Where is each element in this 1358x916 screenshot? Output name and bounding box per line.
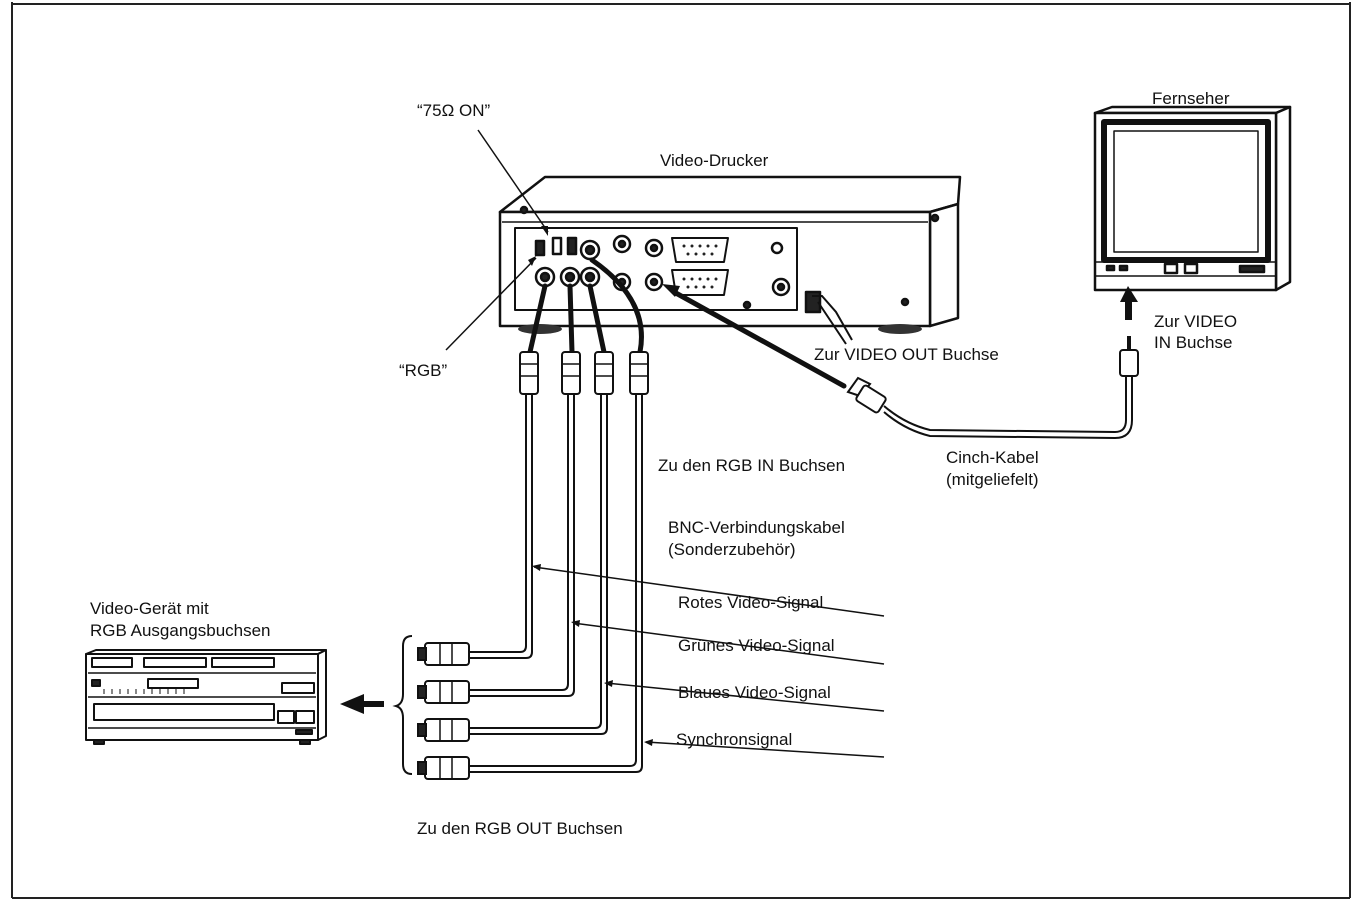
tv-label: Fernseher [1152, 89, 1230, 108]
source-video-device [85, 649, 327, 745]
red-signal-label: Rotes Video-Signal [678, 593, 824, 612]
rgb-out-jacks-label: Zu den RGB OUT Buchsen [417, 819, 623, 838]
video-printer-label: Video-Drucker [660, 151, 769, 170]
arrow-to-source-device [340, 694, 384, 714]
video-in-jack-label-2: IN Buchse [1154, 333, 1233, 352]
video-out-jack-label: Zur VIDEO OUT Buchse [814, 345, 999, 364]
source-device-label-1: Video-Gerät mit [90, 599, 209, 618]
video-in-jack-label-1: Zur VIDEO [1154, 312, 1238, 331]
ohm-switch-label: “75Ω ON” [417, 101, 491, 120]
sync-signal-label: Synchronsignal [676, 730, 793, 749]
green-signal-label: Grünes Video-Signal [678, 636, 835, 655]
bnc-cable-label-2: (Sonderzubehör) [668, 540, 796, 559]
source-device-label-2: RGB Ausgangsbuchsen [90, 621, 271, 640]
leader-lines [445, 129, 885, 758]
page-frame [11, 2, 1351, 899]
cinch-cable-label-1: Cinch-Kabel [946, 448, 1039, 467]
rgb-in-jacks-label: Zu den RGB IN Buchsen [658, 456, 846, 475]
television-device [1093, 105, 1292, 292]
leader-arrowheads [528, 226, 653, 746]
blue-signal-label: Blaues Video-Signal [678, 683, 831, 702]
cinch-cable [662, 284, 1139, 440]
bnc-cables [392, 257, 649, 780]
cinch-cable-label-2: (mitgeliefelt) [946, 470, 1039, 489]
rgb-switch-label: “RGB” [399, 361, 448, 380]
bnc-cable-label-1: BNC-Verbindungskabel [668, 518, 845, 537]
